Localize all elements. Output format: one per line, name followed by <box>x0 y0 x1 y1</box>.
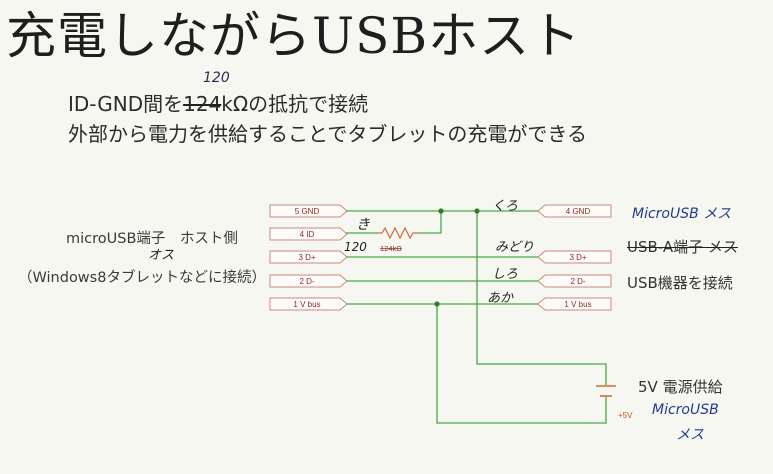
right-connector: 4 GND 3 D+ 2 D- 1 V bus <box>537 204 612 311</box>
wire-note-vbus: あか <box>487 291 514 306</box>
power-handwritten-2: メス <box>676 427 704 443</box>
left-pin-5: 1 V bus <box>269 297 348 311</box>
right-pin-2-label: 3 D+ <box>569 253 586 262</box>
left-pin-3-label: 3 D+ <box>298 253 315 262</box>
note-line-1-struck-value: 124 <box>183 92 222 116</box>
wires <box>346 210 607 424</box>
wire-resistor-to-gnd <box>418 211 442 234</box>
power-plus-label: +5V <box>618 411 633 420</box>
right-pin-2: 3 D+ <box>537 250 612 264</box>
left-pin-2-label: 4 ID <box>300 230 315 239</box>
wire-vbus-to-power <box>436 304 607 424</box>
left-pin-4: 2 D- <box>269 274 348 288</box>
left-pin-4-label: 2 D- <box>299 277 314 286</box>
note-line-1: ID-GND間を124kΩの抵抗で接続 <box>68 88 368 117</box>
left-pin-1-label: 5 GND <box>295 207 320 216</box>
right-pin-1-label: 4 GND <box>566 207 591 216</box>
resistor-handwritten-value: 120 <box>344 240 367 254</box>
handwritten-resistance-correction: 120 <box>203 70 230 86</box>
right-pin-3-label: 2 D- <box>570 277 585 286</box>
resistor <box>378 226 418 240</box>
junction-dots <box>434 208 480 307</box>
left-pin-1: 5 GND <box>269 204 348 218</box>
wire-gnd-to-power <box>476 211 607 385</box>
note-line-1-suffix: kΩの抵抗で接続 <box>221 92 369 116</box>
right-pin-3: 2 D- <box>537 274 612 288</box>
left-pin-5-label: 1 V bus <box>293 300 320 309</box>
wire-note-dminus: しろ <box>492 267 519 282</box>
wire-note-id: き <box>356 217 370 233</box>
right-connector-handwritten: MicroUSB メス <box>632 206 732 222</box>
wire-note-dplus: みどり <box>495 240 535 255</box>
resistor-label: 124kΩ <box>380 244 402 253</box>
left-connector-handwritten: オス <box>148 248 175 263</box>
right-connector-device-label: USB機器を接続 <box>627 274 733 292</box>
right-pin-4: 1 V bus <box>537 297 612 311</box>
power-source-symbol <box>596 385 616 397</box>
right-pin-1: 4 GND <box>537 204 612 218</box>
left-connector: 5 GND 4 ID 3 D+ 2 D- 1 V bus <box>269 204 348 311</box>
left-pin-3: 3 D+ <box>269 250 348 264</box>
page-title: 充電しながらUSBホスト <box>6 7 582 65</box>
left-pin-2: 4 ID <box>269 227 348 241</box>
left-connector-sub-label: （Windows8タブレットなどに接続） <box>18 270 266 286</box>
note-line-1-prefix: ID-GND間を <box>68 92 184 116</box>
power-supply-label: 5V 電源供給 <box>638 378 723 396</box>
right-connector-struck-label: USB-A端子 メス <box>627 238 738 256</box>
wire-note-gnd: くろ <box>492 199 519 214</box>
left-connector-label: microUSB端子 ホスト側 <box>66 231 238 247</box>
power-handwritten-1: MicroUSB <box>652 402 719 418</box>
right-pin-4-label: 1 V bus <box>564 300 591 309</box>
note-line-2: 外部から電力を供給することでタブレットの充電ができる <box>68 122 587 146</box>
